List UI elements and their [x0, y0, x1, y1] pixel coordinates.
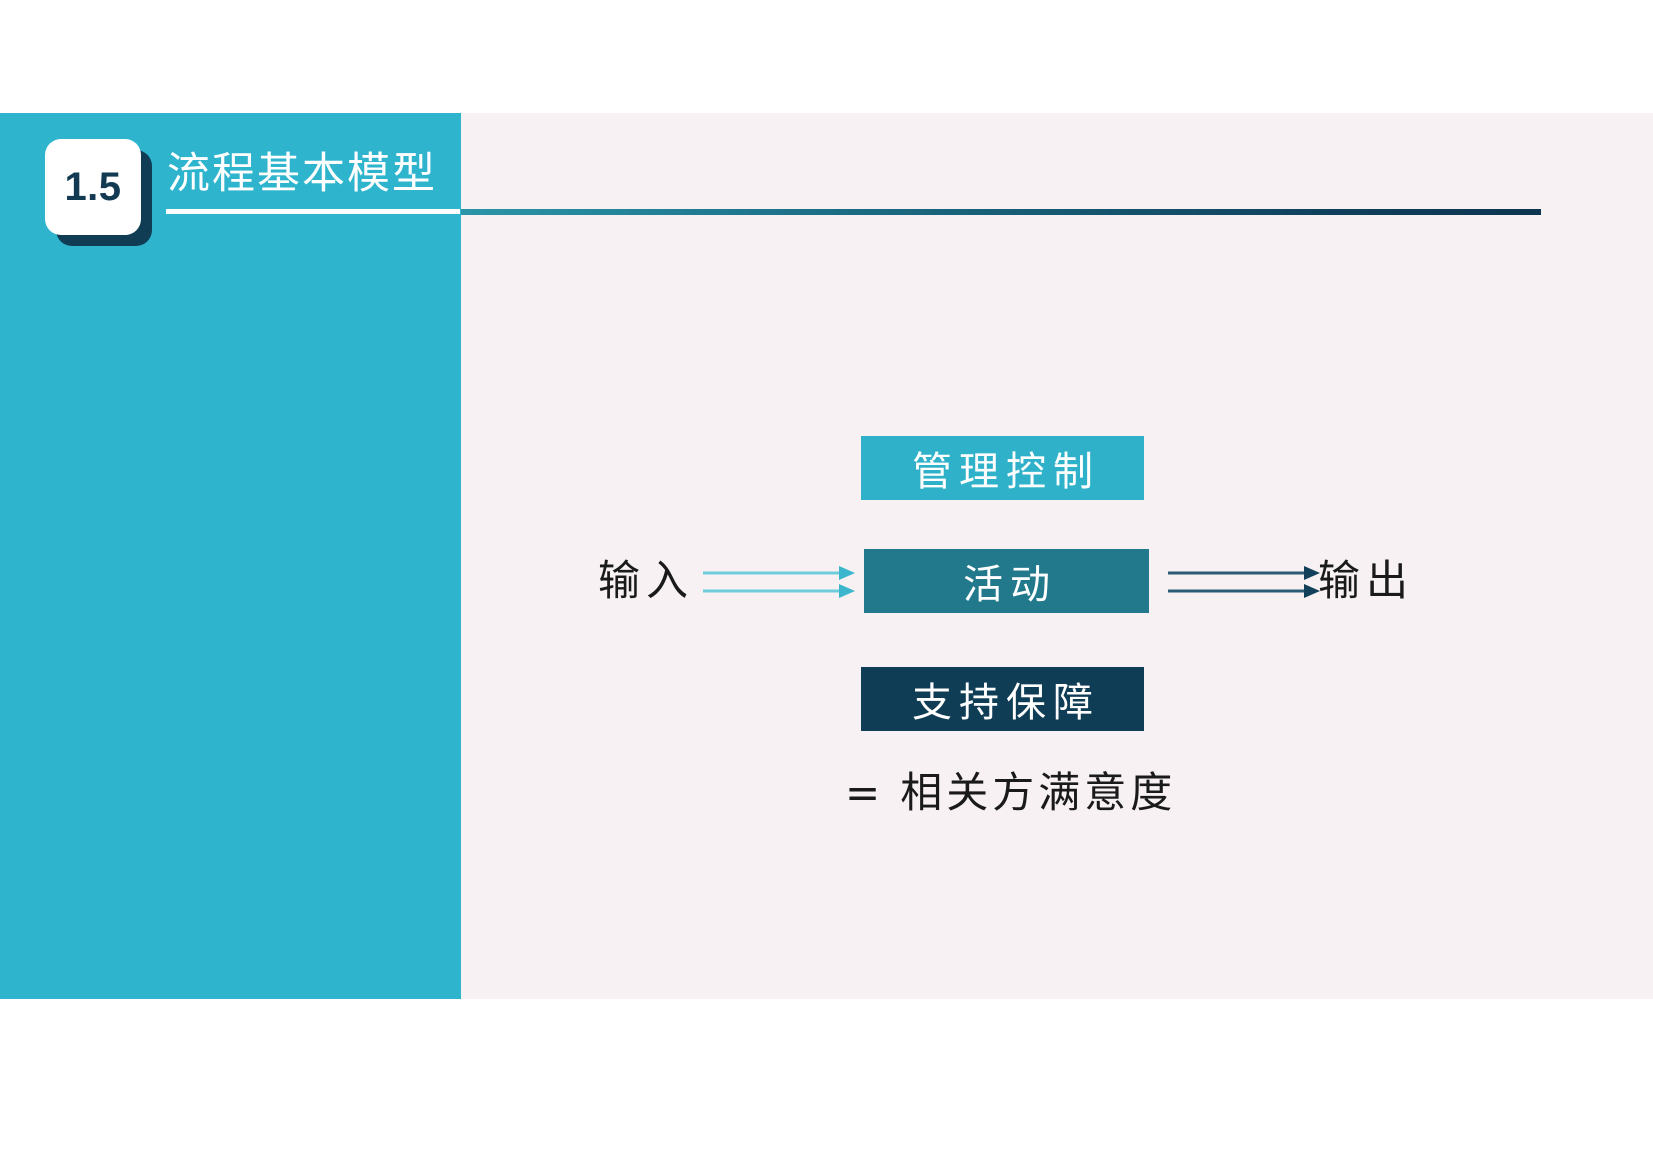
title-rule-gradient [461, 209, 1541, 215]
page-title: 流程基本模型 [167, 149, 437, 199]
diagram-box-support: 支持保障 [861, 667, 1144, 731]
diagram-box-management-control: 管理控制 [861, 436, 1144, 500]
diagram-output-label: 输出 [1318, 556, 1415, 605]
sidebar-panel [0, 113, 461, 999]
section-number-badge: 1.5 [45, 139, 152, 246]
title-underline-light [166, 209, 460, 214]
badge-face: 1.5 [45, 139, 141, 235]
input-arrow-icon [703, 566, 855, 598]
diagram-result-line: =相关方满意度 [845, 772, 1176, 814]
result-text: 相关方满意度 [900, 768, 1177, 817]
badge-number-text: 1.5 [64, 165, 122, 209]
equals-sign: = [845, 768, 885, 817]
diagram-box-activity: 活动 [864, 549, 1149, 613]
output-arrow-icon [1168, 566, 1320, 598]
diagram-input-label: 输入 [598, 556, 695, 605]
